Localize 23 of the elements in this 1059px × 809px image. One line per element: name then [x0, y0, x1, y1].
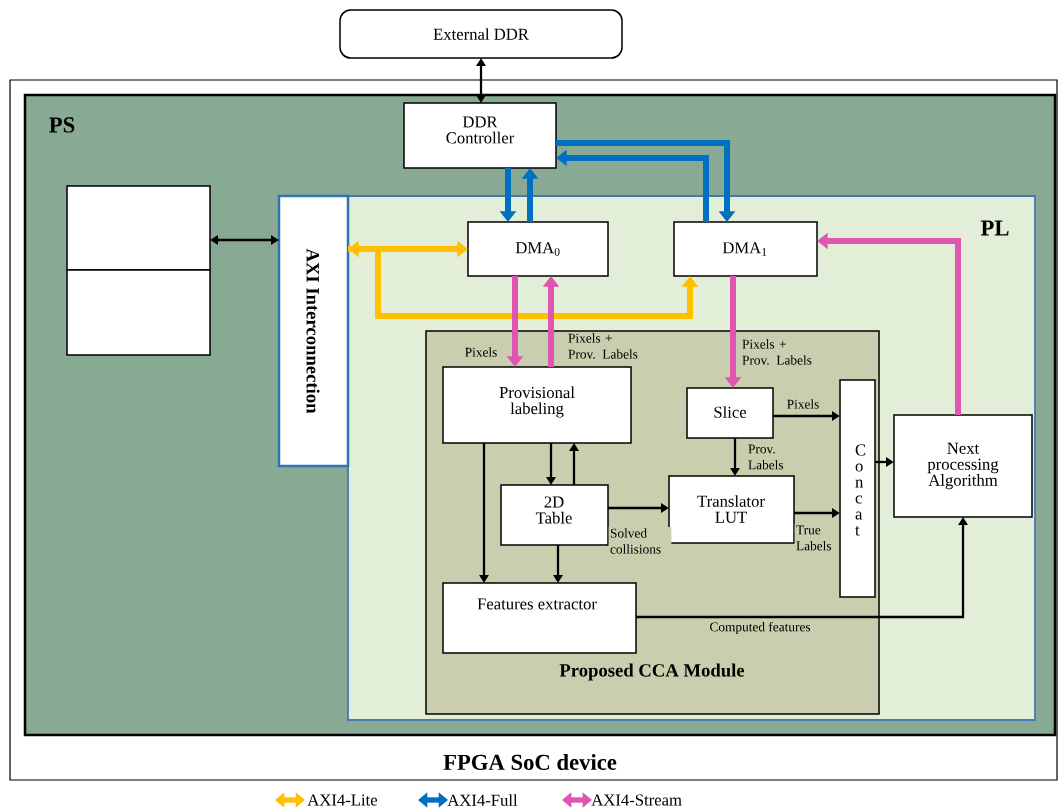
dma-box: DMA$_{1}$	[673, 221, 818, 277]
controller-box: DDR Controller	[403, 102, 557, 169]
interconnect-bar: AXI Interconnection	[277, 194, 350, 468]
process-block: Translator LUT	[668, 475, 795, 544]
memory-box: External DDR	[339, 9, 623, 59]
process-block: Slice	[686, 387, 774, 439]
legend-label: AXI4-Full	[447, 794, 518, 806]
dma-box: DMA$_{0}$	[467, 221, 609, 277]
process-block: Next processing Algorithm	[893, 414, 1033, 518]
edge-label: Pixels + Prov. Labels	[566, 331, 640, 361]
edge-label: Solved collisions	[608, 526, 672, 555]
process-block: Provisional labeling	[442, 366, 632, 444]
arrow	[556, 140, 736, 222]
edge-label: Prov. Labels	[746, 443, 790, 471]
processor-box	[66, 185, 211, 271]
process-block: Concat	[839, 379, 876, 598]
legend-label: AXI4-Stream	[591, 794, 682, 806]
process-block: 2D Table	[500, 484, 609, 546]
process-block: Features extractor	[442, 582, 637, 654]
legend-label: AXI4-Lite	[307, 794, 378, 806]
edge-label: Pixels + Prov. Labels	[740, 337, 814, 367]
processor-box	[66, 269, 211, 356]
edge-label: True Labels	[794, 524, 838, 552]
